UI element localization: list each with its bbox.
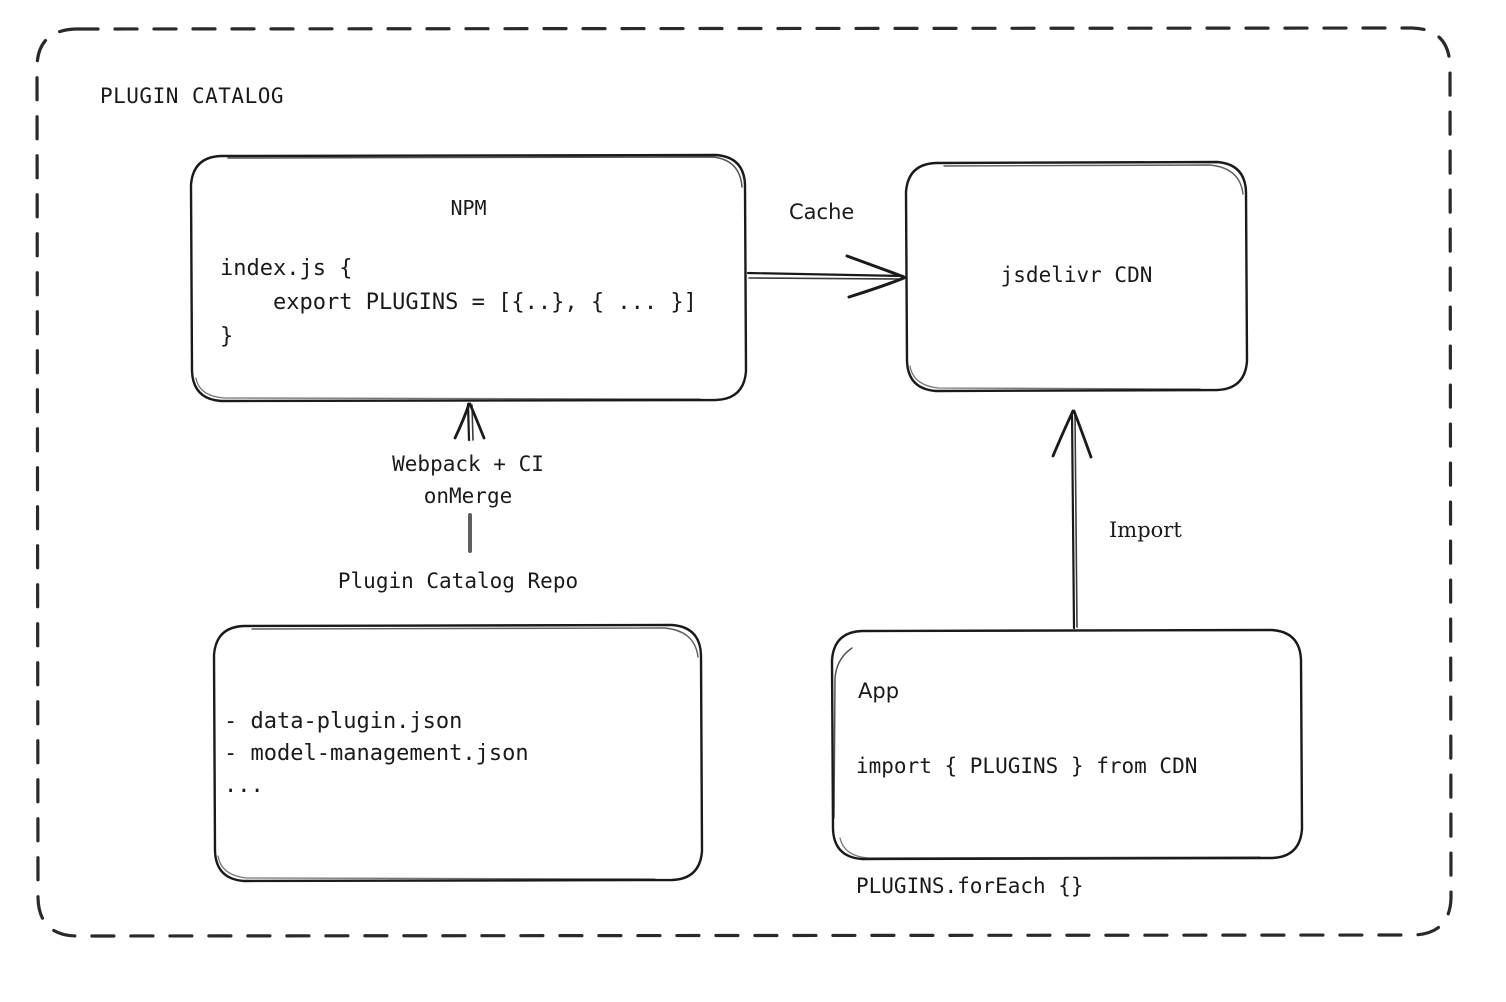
- cdn-node-title: jsdelivr CDN: [1000, 263, 1153, 287]
- edge-cache-arrow: [746, 254, 906, 299]
- repo-node-label: Plugin Catalog Repo: [337, 569, 579, 593]
- edge-label-build: Webpack + CI onMerge: [392, 452, 544, 508]
- group-title: PLUGIN CATALOG: [100, 84, 285, 108]
- edge-import-arrow: [1051, 409, 1093, 630]
- npm-node-code: index.js { export PLUGINS = [{..}, { ...…: [220, 256, 697, 349]
- app-node-title: App: [858, 679, 900, 703]
- edge-label-cache: Cache: [789, 200, 855, 224]
- repo-node-file-list: - data-plugin.json - model-management.js…: [224, 709, 529, 798]
- npm-node-title: NPM: [450, 196, 487, 220]
- app-node-code: import { PLUGINS } from CDN PLUGINS.forE…: [856, 754, 1198, 898]
- edge-label-import: Import: [1109, 518, 1182, 542]
